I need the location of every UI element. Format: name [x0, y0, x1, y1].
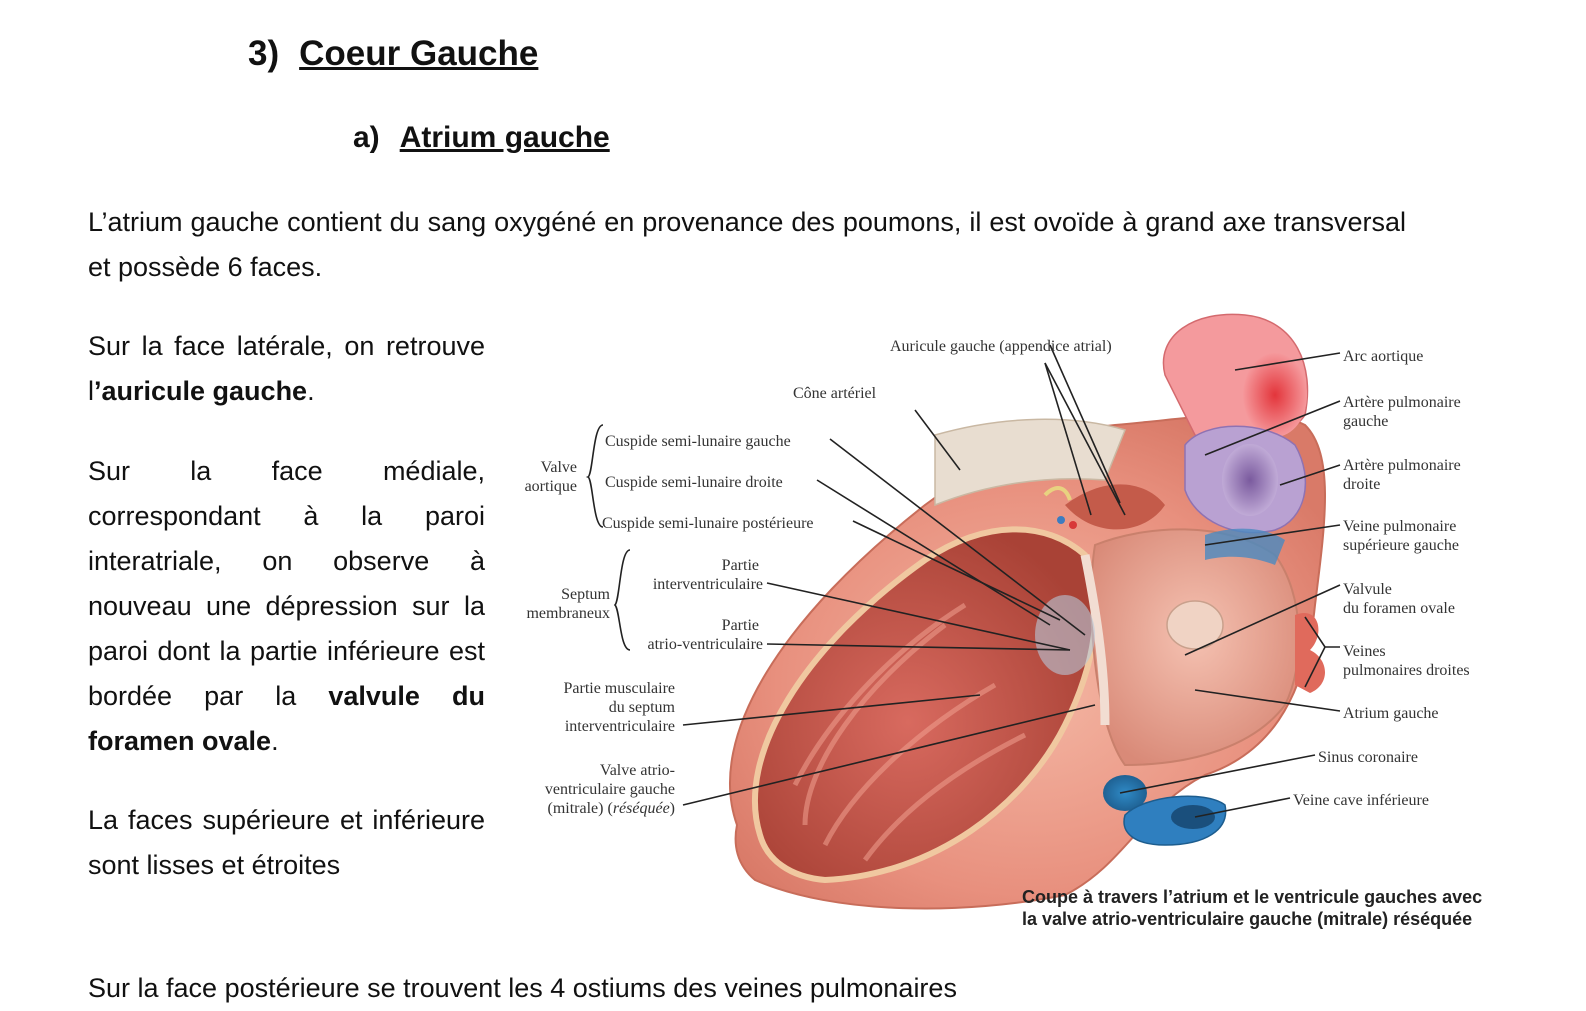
label-mitrale-2: ventriculaire gauche [545, 781, 675, 798]
label-apd-1: Artère pulmonaire [1343, 457, 1461, 474]
label-partie-av-2: atrio-ventriculaire [648, 636, 764, 653]
label-cuspide-posterieure: Cuspide semi-lunaire postérieure [602, 515, 814, 532]
heart-drawing [728, 313, 1326, 910]
label-partie-av-1: Partie [722, 617, 759, 634]
lateral-face-paragraph: Sur la face latérale, on retrouve l’auri… [88, 331, 485, 406]
subsection-title: Atrium gauche [399, 121, 610, 154]
medial-face-paragraph: Sur la face médiale, correspondant à la … [88, 456, 486, 756]
label-vpd-1: Veines [1343, 643, 1386, 660]
label-partie-iv-2: interventriculaire [653, 576, 763, 593]
section-number: 3) [248, 34, 280, 73]
label-apg-1: Artère pulmonaire [1343, 394, 1461, 411]
label-valve-aortique-1: Valve [541, 459, 577, 476]
heart-section-illustration: Auricule gauche (appendice atrial) Cône … [525, 313, 1482, 929]
label-musc-1: Partie musculaire [563, 680, 675, 697]
subsection-number: a) [353, 121, 380, 154]
label-sinus-coronaire: Sinus coronaire [1318, 749, 1418, 766]
label-musc-3: interventriculaire [565, 718, 675, 735]
label-cuspide-droite: Cuspide semi-lunaire droite [605, 474, 783, 491]
label-cuspide-gauche: Cuspide semi-lunaire gauche [605, 433, 791, 450]
label-septum-2: membraneux [526, 605, 610, 622]
label-apg-2: gauche [1343, 413, 1388, 430]
superior-inferior-paragraph: La faces supérieure et inférieure sont l… [88, 805, 485, 880]
intro-paragraph: L’atrium gauche contient du sang oxygéné… [88, 207, 1406, 282]
figure-caption-line-1: Coupe à travers l’atrium et le ventricul… [1022, 887, 1482, 907]
section-heading: 3) Coeur Gauche [248, 34, 538, 74]
label-musc-2: du septum [609, 699, 676, 716]
label-cone-arteriel: Cône artériel [793, 385, 877, 402]
label-apd-2: droite [1343, 476, 1380, 493]
label-auricule-gauche: Auricule gauche (appendice atrial) [890, 338, 1112, 355]
label-vpsg-1: Veine pulmonaire [1343, 518, 1456, 535]
label-veine-cave-inferieure: Veine cave inférieure [1293, 792, 1429, 809]
label-partie-iv-1: Partie [722, 557, 759, 574]
section-title: Coeur Gauche [299, 34, 539, 73]
label-mitrale-3: (mitrale) (réséquée) [548, 800, 675, 817]
subsection-heading: a) Atrium gauche [353, 121, 610, 155]
label-mitrale-1: Valve atrio- [600, 762, 675, 779]
posterior-face-paragraph: Sur la face postérieure se trouvent les … [88, 973, 957, 1003]
label-atrium-gauche: Atrium gauche [1343, 705, 1439, 722]
label-valvule-1: Valvule [1343, 581, 1392, 598]
label-vpd-2: pulmonaires droites [1343, 662, 1470, 679]
label-arc-aortique: Arc aortique [1343, 348, 1423, 365]
label-septum-1: Septum [561, 586, 610, 603]
label-valve-aortique-2: aortique [525, 478, 577, 495]
leader-lines [585, 344, 1341, 818]
label-valvule-2: du foramen ovale [1343, 600, 1455, 617]
label-vpsg-2: supérieure gauche [1343, 537, 1459, 554]
figure-caption-line-2: la valve atrio-ventriculaire gauche (mit… [1022, 909, 1472, 929]
